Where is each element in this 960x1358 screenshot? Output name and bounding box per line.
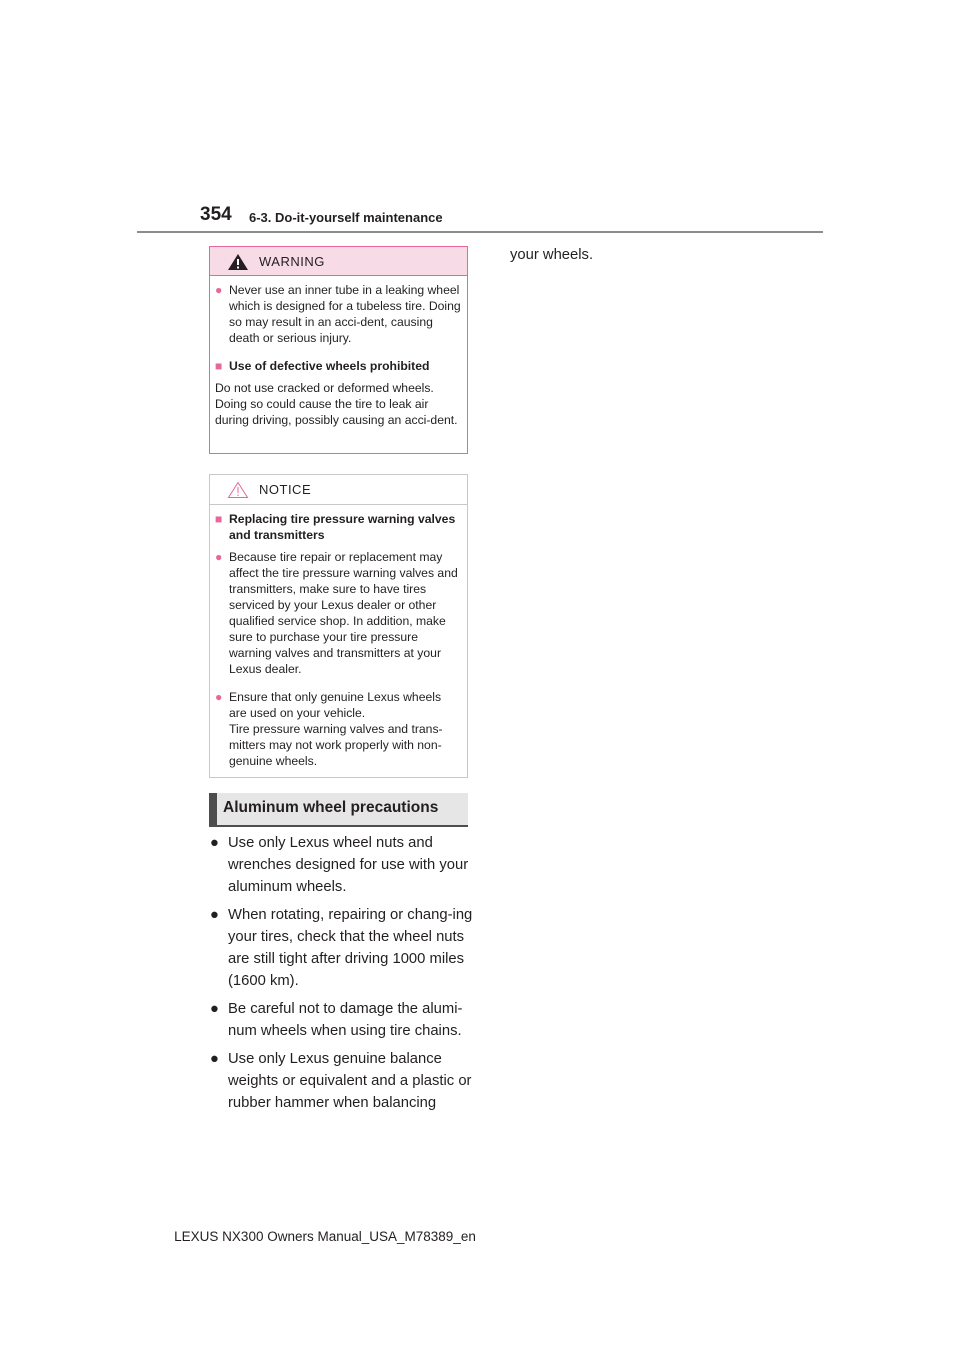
notice-item: ●Ensure that only genuine Lexus wheels a… bbox=[215, 690, 443, 768]
notice-header: NOTICE bbox=[210, 475, 467, 505]
continuation-text: your wheels. bbox=[510, 247, 594, 263]
header-rule bbox=[137, 231, 823, 233]
warning-item: ●Never use an inner tube in a leaking wh… bbox=[215, 283, 461, 345]
notice-subhead: ■Replacing tire pressure warning valves … bbox=[215, 512, 456, 542]
page-number: 354 bbox=[200, 204, 232, 225]
warning-box: WARNING ●Never use an inner tube in a le… bbox=[209, 246, 468, 454]
notice-body: ■Replacing tire pressure warning valves … bbox=[210, 505, 467, 769]
section-heading: Aluminum wheel precautions bbox=[209, 793, 468, 827]
list-item: ●Be careful not to damage the alumi-num … bbox=[210, 1001, 463, 1039]
notice-triangle-icon bbox=[227, 481, 249, 498]
warning-subhead: ■Use of defective wheels prohibited bbox=[215, 359, 430, 373]
list-item: ●Use only Lexus genuine balance weights … bbox=[210, 1051, 472, 1111]
notice-box: NOTICE ■Replacing tire pressure warning … bbox=[209, 474, 468, 778]
notice-item: ●Because tire repair or replacement may … bbox=[215, 550, 458, 676]
notice-title: NOTICE bbox=[259, 482, 312, 497]
section-title: 6-3. Do-it-yourself maintenance bbox=[249, 210, 443, 225]
warning-body: ●Never use an inner tube in a leaking wh… bbox=[210, 276, 467, 428]
warning-title: WARNING bbox=[259, 254, 325, 269]
list-item: ●When rotating, repairing or chang-ing y… bbox=[210, 907, 473, 989]
warning-paragraph: Do not use cracked or deformed wheels. D… bbox=[215, 381, 458, 427]
bullet-list: ●Use only Lexus wheel nuts and wrenches … bbox=[210, 832, 475, 1120]
warning-header: WARNING bbox=[210, 247, 467, 276]
warning-triangle-icon bbox=[228, 254, 248, 270]
footer: LEXUS NX300 Owners Manual_USA_M78389_en bbox=[174, 1229, 476, 1244]
list-item: ●Use only Lexus wheel nuts and wrenches … bbox=[210, 835, 469, 895]
